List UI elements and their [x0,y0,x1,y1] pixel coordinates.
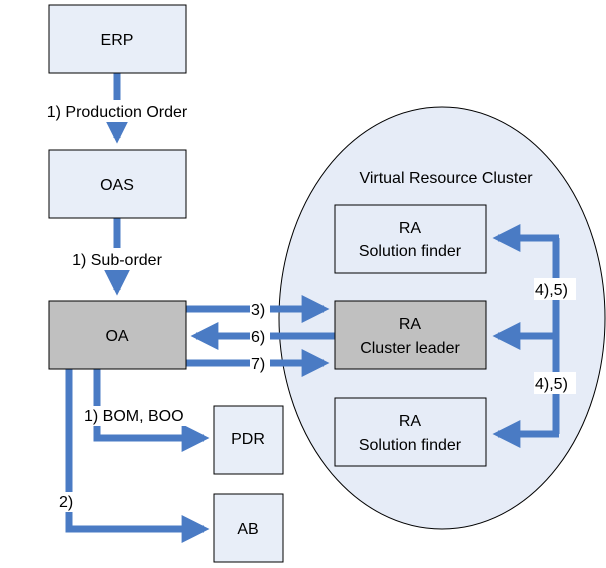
svg-text:OA: OA [105,328,128,345]
label-bg [250,299,270,319]
svg-text:RA: RA [399,316,422,333]
label-bg [534,278,576,300]
label-bg [250,353,270,373]
label-production-order: 1) Production Order [47,104,188,121]
label-2: 2) [59,494,73,511]
svg-text:RA: RA [399,413,422,430]
svg-text:OAS: OAS [100,177,134,194]
box-pdr: PDR [213,405,284,475]
svg-text:Cluster leader: Cluster leader [360,340,460,357]
box-ra-solution-finder-bottom: RA Solution finder [334,397,487,467]
label-bg [82,406,202,426]
label-bg [250,326,270,346]
svg-text:RA: RA [399,220,422,237]
label-6: 6) [251,329,265,346]
box-ra-cluster-leader: RA Cluster leader [334,300,487,370]
cluster-title: Virtual Resource Cluster [359,170,533,187]
svg-text:PDR: PDR [231,431,265,448]
label-bom-boo: 1) BOM, BOO [84,408,184,425]
label-sub-order: 1) Sub-order [72,252,162,269]
arrow-oa-to-pdr [93,369,210,452]
box-oa: OA [48,300,187,370]
arrow-oa-to-ab [65,369,210,543]
label-bg [60,248,174,270]
box-oas: OAS [48,149,187,219]
label-4-5-lower: 4),5) [535,376,568,393]
label-bg [58,492,80,512]
label-bg [534,372,576,394]
label-3: 3) [251,302,265,319]
svg-text:Solution finder: Solution finder [359,243,462,260]
box-erp: ERP [48,4,187,74]
label-4-5-upper: 4),5) [535,282,568,299]
svg-text:Solution finder: Solution finder [359,437,462,454]
label-7: 7) [251,356,265,373]
box-ab: AB [213,493,284,563]
svg-text:AB: AB [237,521,258,538]
svg-text:ERP: ERP [101,32,134,49]
label-bg [30,100,208,122]
box-ra-solution-finder-top: RA Solution finder [334,204,487,274]
